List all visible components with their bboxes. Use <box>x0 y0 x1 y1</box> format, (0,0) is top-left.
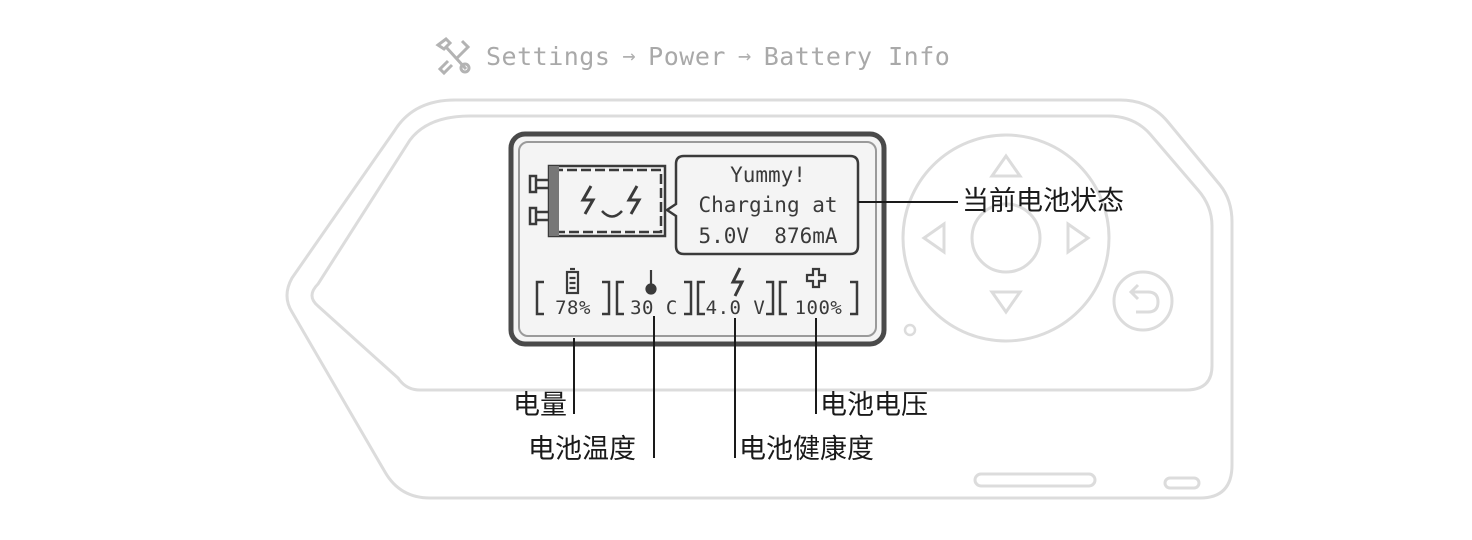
lightning-icon <box>730 267 745 297</box>
breadcrumb-separator: → <box>737 43 752 69</box>
dpad-ring[interactable] <box>901 133 1111 343</box>
dpad-up-icon[interactable] <box>989 153 1023 178</box>
callout-leaders <box>573 201 958 458</box>
bubble-line-2: Charging at <box>698 193 838 217</box>
callout-battery-temperature: 电池温度 <box>528 434 636 465</box>
dpad-right-icon[interactable] <box>1066 221 1091 255</box>
breadcrumb-item-settings[interactable]: Settings <box>486 41 611 71</box>
back-button[interactable] <box>1112 270 1174 332</box>
battery-mascot-icon <box>528 164 667 238</box>
bubble-line-3: 5.0V 876mA <box>698 224 838 248</box>
health-cross-icon <box>805 267 827 289</box>
dpad-down-icon[interactable] <box>989 290 1023 315</box>
stat-temperature-value: 30 C <box>630 297 678 319</box>
back-icon <box>1128 283 1160 314</box>
speech-bubble <box>664 154 860 256</box>
callout-charge-level: 电量 <box>513 390 567 421</box>
breadcrumb-item-power[interactable]: Power <box>648 41 726 71</box>
device-body <box>285 98 1234 500</box>
dpad <box>901 133 1111 343</box>
callout-battery-voltage: 电池电压 <box>820 390 928 421</box>
breadcrumb-separator: → <box>622 43 637 69</box>
breadcrumb-item-battery-info[interactable]: Battery Info <box>763 41 951 71</box>
callout-battery-status: 当前电池状态 <box>962 186 1124 217</box>
breadcrumb: Settings → Power → Battery Info <box>432 34 950 78</box>
callout-battery-health: 电池健康度 <box>739 434 874 465</box>
battery-icon <box>565 267 580 295</box>
stat-health-value: 100% <box>794 297 843 319</box>
ok-button[interactable] <box>970 202 1042 274</box>
dpad-left-icon[interactable] <box>921 221 946 255</box>
stat-charge-level-value: 78% <box>555 297 591 319</box>
stat-voltage-value: 4.0 V <box>705 297 766 319</box>
bubble-line-1: Yummy! <box>730 163 806 187</box>
thermometer-icon <box>645 270 657 295</box>
tools-icon <box>432 35 474 77</box>
lcd-screen <box>508 131 887 347</box>
stat-brackets <box>535 280 859 316</box>
status-led <box>903 323 917 337</box>
